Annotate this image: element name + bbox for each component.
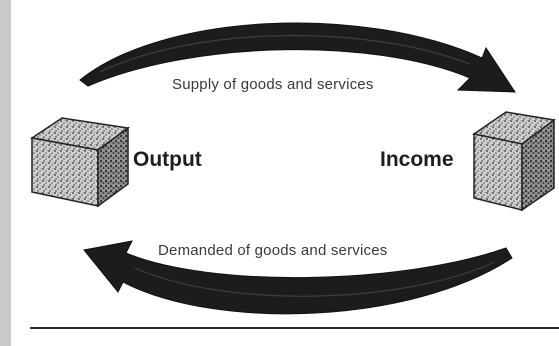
demand-flow-label: Demanded of goods and services: [158, 242, 388, 259]
output-node-label: Output: [133, 148, 202, 171]
demand-arrow: [83, 240, 513, 315]
supply-arrow: [79, 22, 516, 93]
income-cube-icon: [472, 111, 556, 212]
output-cube-icon: [30, 117, 130, 208]
supply-flow-label: Supply of goods and services: [172, 76, 374, 93]
income-node-label: Income: [380, 148, 454, 171]
page-side-bar: [0, 0, 11, 346]
bottom-divider: [30, 327, 559, 329]
